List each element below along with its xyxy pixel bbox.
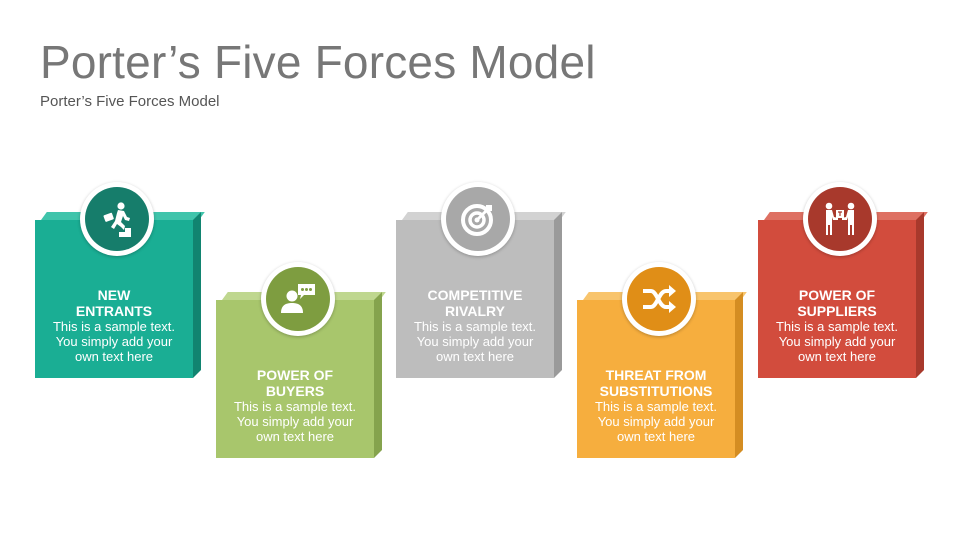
target-arrow-icon — [461, 204, 493, 236]
people-exchanging-box-icon — [825, 202, 855, 235]
card-badge — [622, 262, 696, 336]
card-side-face — [374, 292, 382, 458]
force-card-new-entrants: NEW ENTRANTS This is a sample text. You … — [35, 182, 205, 378]
card-badge — [80, 182, 154, 256]
card-heading: POWER OF SUPPLIERS — [797, 287, 877, 319]
force-card-power-of-buyers: POWER OF BUYERS This is a sample text. Y… — [216, 262, 386, 458]
card-body: This is a sample text. You simply add yo… — [52, 319, 176, 364]
card-heading: NEW ENTRANTS — [75, 287, 153, 319]
card-heading: COMPETITIVE RIVALRY — [427, 287, 523, 319]
slide-subtitle: Porter’s Five Forces Model — [40, 93, 220, 110]
card-text: NEW ENTRANTS This is a sample text. You … — [35, 287, 193, 364]
card-body: This is a sample text. You simply add yo… — [233, 399, 357, 444]
card-heading: POWER OF BUYERS — [256, 367, 334, 399]
card-side-face — [735, 292, 743, 458]
card-heading: THREAT FROM SUBSTITUTIONS — [599, 367, 713, 399]
card-text: POWER OF SUPPLIERS This is a sample text… — [758, 287, 916, 364]
card-side-face — [193, 212, 201, 378]
card-badge — [441, 182, 515, 256]
card-badge — [803, 182, 877, 256]
card-text: POWER OF BUYERS This is a sample text. Y… — [216, 367, 374, 444]
card-badge — [261, 262, 335, 336]
card-body: This is a sample text. You simply add yo… — [413, 319, 537, 364]
card-side-face — [916, 212, 924, 378]
card-side-face — [554, 212, 562, 378]
card-body: This is a sample text. You simply add yo… — [775, 319, 899, 364]
force-card-threat-from-substitutions: THREAT FROM SUBSTITUTIONS This is a samp… — [577, 262, 747, 458]
shuffle-arrows-icon — [643, 285, 676, 313]
card-text: THREAT FROM SUBSTITUTIONS This is a samp… — [577, 367, 735, 444]
slide-title: Porter’s Five Forces Model — [40, 36, 596, 88]
person-speech-bubble-icon — [281, 284, 315, 313]
force-card-power-of-suppliers: POWER OF SUPPLIERS This is a sample text… — [758, 182, 928, 378]
card-text: COMPETITIVE RIVALRY This is a sample tex… — [396, 287, 554, 364]
person-climbing-stairs-icon — [103, 202, 131, 237]
force-card-competitive-rivalry: COMPETITIVE RIVALRY This is a sample tex… — [396, 182, 566, 378]
card-body: This is a sample text. You simply add yo… — [594, 399, 718, 444]
